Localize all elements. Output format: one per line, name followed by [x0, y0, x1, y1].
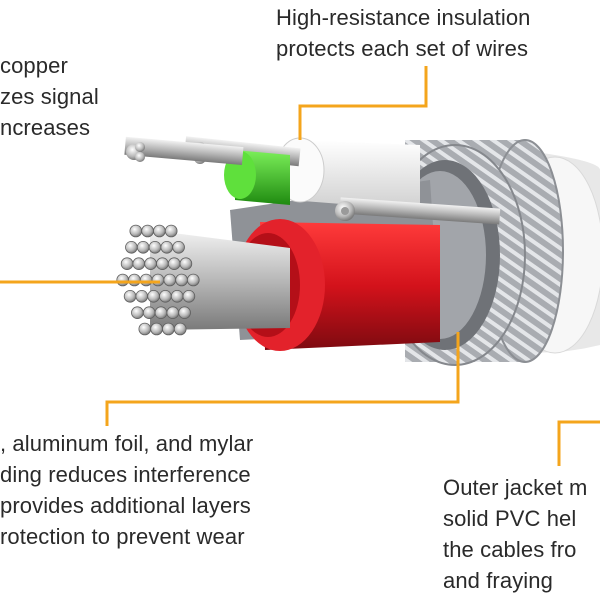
- caption-line: copper: [0, 53, 68, 78]
- strand-end: [138, 322, 152, 336]
- caption-line: ding reduces interference: [0, 462, 251, 487]
- caption-insulation: High-resistance insulation protects each…: [276, 2, 531, 64]
- strand-end: [162, 322, 175, 336]
- caption-line: ncreases: [0, 115, 91, 140]
- strand-end: [166, 306, 180, 319]
- strand-end: [175, 273, 188, 287]
- strand-end: [163, 273, 177, 287]
- strand-end: [150, 322, 163, 336]
- leader-shielding: [105, 332, 460, 426]
- caption-line: zes signal: [0, 84, 99, 109]
- leader-jacket: [557, 420, 600, 466]
- strand-end: [160, 241, 174, 254]
- strand-end: [147, 290, 160, 303]
- caption-copper: copper zes signal ncreases: [0, 50, 99, 143]
- caption-line: solid PVC hel: [443, 506, 577, 531]
- green-wire: [124, 136, 290, 205]
- caption-line: High-resistance insulation: [276, 5, 531, 30]
- caption-line: provides additional layers: [0, 493, 251, 518]
- caption-line: rotection to prevent wear: [0, 524, 245, 549]
- drain-wire: [335, 197, 501, 225]
- caption-line: Outer jacket m: [443, 475, 588, 500]
- strand-end: [139, 273, 153, 287]
- strand-end: [128, 273, 141, 287]
- strand-end: [125, 241, 138, 254]
- strand-end: [178, 306, 191, 319]
- strand-end: [123, 290, 137, 303]
- strand-end: [129, 224, 143, 238]
- strand-end: [164, 224, 178, 238]
- strand-end: [120, 257, 134, 270]
- strand-end: [148, 241, 162, 254]
- strand-end: [116, 273, 129, 287]
- strand-end: [172, 241, 185, 254]
- leader-insulation: [298, 66, 428, 140]
- caption-jacket: Outer jacket m solid PVC hel the cables …: [443, 472, 587, 596]
- caption-line: protects each set of wires: [276, 36, 529, 61]
- caption-line: and fraying: [443, 568, 553, 593]
- caption-shielding: , aluminum foil, and mylar ding reduces …: [0, 428, 253, 552]
- caption-line: , aluminum foil, and mylar: [0, 431, 254, 456]
- strand-end: [154, 306, 168, 319]
- strand-end: [135, 290, 149, 303]
- strand-end: [131, 306, 144, 319]
- strand-end: [141, 224, 154, 238]
- strand-end: [182, 290, 196, 303]
- strand-end: [159, 290, 172, 303]
- strand-end: [142, 306, 156, 319]
- strand-end: [136, 241, 150, 254]
- strand-end: [151, 273, 165, 287]
- strand-end: [170, 290, 184, 303]
- strand-end: [144, 257, 157, 270]
- caption-line: the cables fro: [443, 537, 577, 562]
- strand-end: [132, 257, 146, 270]
- strand-end: [156, 257, 169, 270]
- strand-end: [187, 273, 200, 287]
- leader-lines: [0, 66, 600, 466]
- strand-end: [153, 224, 166, 238]
- strand-end: [179, 257, 193, 270]
- strand-end: [167, 257, 181, 270]
- strand-end: [173, 322, 187, 336]
